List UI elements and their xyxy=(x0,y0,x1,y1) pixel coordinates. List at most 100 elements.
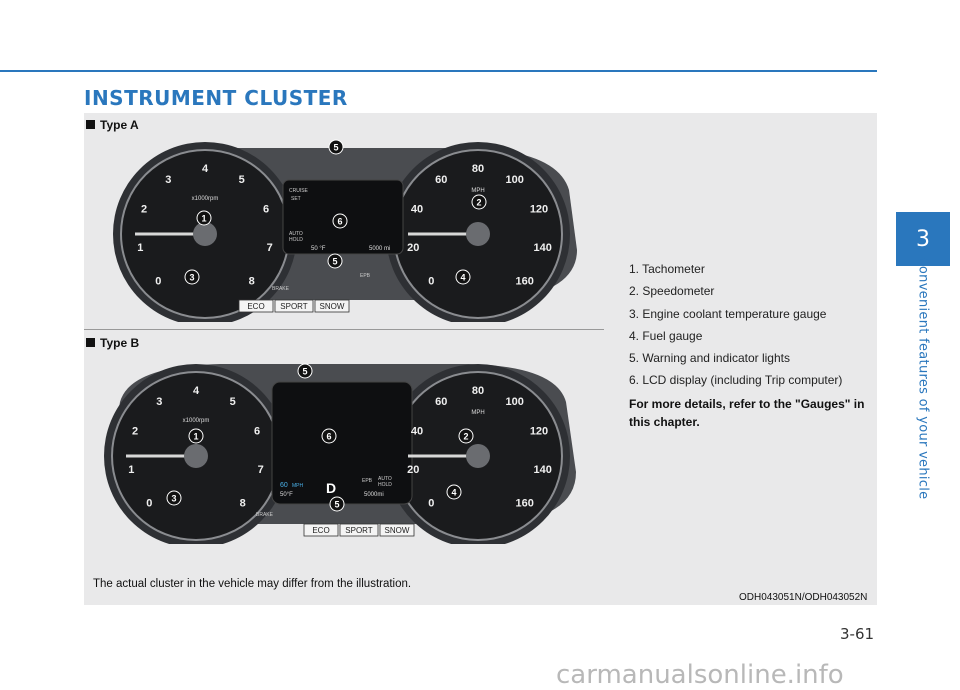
details-note: For more details, refer to the "Gauges" … xyxy=(629,397,865,429)
legend-item: 1. Tachometer xyxy=(629,262,705,276)
drive-mode-label: ECO xyxy=(312,526,329,535)
callout-marker: 6 xyxy=(321,428,337,444)
callout-number: 3 xyxy=(189,273,194,283)
chapter-title: Convenient features of your vehicle xyxy=(915,256,931,500)
brake-label: BRAKE xyxy=(272,286,290,292)
callout-number: 4 xyxy=(460,273,465,283)
legend-item: 3. Engine coolant temperature gauge xyxy=(629,306,827,321)
callout-number: 1 xyxy=(201,214,206,224)
callout-circle xyxy=(166,490,182,506)
speed-unit: MPH xyxy=(471,188,484,194)
speed-numeral: 40 xyxy=(411,426,423,438)
auto-label: AUTO xyxy=(289,231,303,237)
speed-numeral: 120 xyxy=(530,204,548,216)
tach-numeral: 0 xyxy=(146,498,152,510)
tach-numeral: 4 xyxy=(193,385,200,397)
auto-label: AUTO xyxy=(378,476,392,482)
drive-mode-snow: SNOW xyxy=(314,299,350,313)
type-b-label: Type B xyxy=(100,336,140,350)
top-rule xyxy=(0,70,877,72)
legend-item: 6. LCD display (including Trip computer) xyxy=(629,373,843,388)
callout-marker: 2 xyxy=(471,194,487,210)
legend-list: 1. Tachometer 2. Speedometer 3. Engine c… xyxy=(629,258,842,392)
page-number: 3-61 xyxy=(840,625,875,643)
speed-numeral: 60 xyxy=(435,174,447,186)
drive-mode-sport: SPORT xyxy=(274,299,314,313)
speed-numeral: 160 xyxy=(516,276,534,288)
speed-numeral: 20 xyxy=(407,464,419,476)
epb-label: EPB xyxy=(362,478,373,484)
callout-marker: 4 xyxy=(455,269,471,285)
drive-mode-label: SNOW xyxy=(320,302,345,311)
drive-mode-box xyxy=(339,523,379,537)
callout-marker: 5 xyxy=(297,363,313,379)
speed-numeral: 120 xyxy=(530,426,548,438)
speed-numeral: 60 xyxy=(435,396,447,408)
drive-mode-label: SPORT xyxy=(280,302,308,311)
callout-number: 2 xyxy=(463,432,468,442)
lcd-temperature: 50°F xyxy=(280,492,293,498)
tach-numeral: 7 xyxy=(258,464,264,476)
drive-mode-box xyxy=(238,299,274,313)
callout-number: 5 xyxy=(302,367,307,377)
callout-number: 4 xyxy=(451,488,456,498)
callout-circle xyxy=(321,428,337,444)
type-divider xyxy=(84,329,604,330)
callout-circle xyxy=(471,194,487,210)
type-b-heading: Type B xyxy=(86,336,139,350)
callout-number: 5 xyxy=(332,257,337,267)
callout-circle xyxy=(446,484,462,500)
brake-label: BRAKE xyxy=(256,512,274,518)
drive-mode-label: ECO xyxy=(247,302,264,311)
tach-numeral: 6 xyxy=(254,426,260,438)
lcd-speed: 60 xyxy=(280,482,288,489)
lcd-temperature: 50 °F xyxy=(311,246,326,252)
speed-numeral: 0 xyxy=(428,498,434,510)
callout-marker: 3 xyxy=(166,490,182,506)
callout-marker: 1 xyxy=(188,428,204,444)
speed-numeral: 160 xyxy=(516,498,534,510)
lcd-speed-unit: MPH xyxy=(292,483,304,489)
legend-item: 4. Fuel gauge xyxy=(629,328,703,343)
tach-numeral: 5 xyxy=(239,174,245,186)
speed-numeral: 140 xyxy=(534,242,552,254)
drive-mode-label: SPORT xyxy=(345,526,373,535)
drive-mode-label: SNOW xyxy=(385,526,410,535)
section-title: INSTRUMENT CLUSTER xyxy=(84,86,348,110)
lcd-gear: D xyxy=(326,480,336,496)
callout-number: 1 xyxy=(193,432,198,442)
callout-number: 2 xyxy=(476,198,481,208)
type-a-label: Type A xyxy=(100,118,139,132)
lcd-odometer: 5000mi xyxy=(364,492,384,498)
drive-mode-snow: SNOW xyxy=(379,523,415,537)
legend-item: 2. Speedometer xyxy=(629,284,715,299)
tach-numeral: 7 xyxy=(267,242,273,254)
callout-circle xyxy=(184,269,200,285)
speed-numeral: 140 xyxy=(534,464,552,476)
speed-numeral: 80 xyxy=(472,163,484,175)
callout-marker: 2 xyxy=(458,428,474,444)
tach-numeral: 5 xyxy=(230,396,236,408)
callout-number: 6 xyxy=(337,217,342,227)
speed-unit: MPH xyxy=(471,410,484,416)
callout-marker: 4 xyxy=(446,484,462,500)
drive-mode-box xyxy=(303,523,339,537)
tach-numeral: 1 xyxy=(137,242,143,254)
tach-unit: x1000rpm xyxy=(192,196,219,202)
epb-label: EPB xyxy=(360,273,371,279)
tach-numeral: 8 xyxy=(249,276,255,288)
watermark: carmanualsonline.info xyxy=(556,660,844,690)
image-code: ODH043051N/ODH043052N xyxy=(739,592,868,603)
callout-circle xyxy=(328,139,344,155)
tach-numeral: 3 xyxy=(165,174,171,186)
speed-numeral: 0 xyxy=(428,276,434,288)
tach-unit: x1000rpm xyxy=(183,418,210,424)
drive-mode-eco: ECO xyxy=(303,523,339,537)
callout-marker: 5 xyxy=(329,496,345,512)
chapter-tab: 3 xyxy=(896,212,950,266)
speed-numeral: 80 xyxy=(472,385,484,397)
drive-mode-box xyxy=(379,523,415,537)
callout-circle xyxy=(458,428,474,444)
